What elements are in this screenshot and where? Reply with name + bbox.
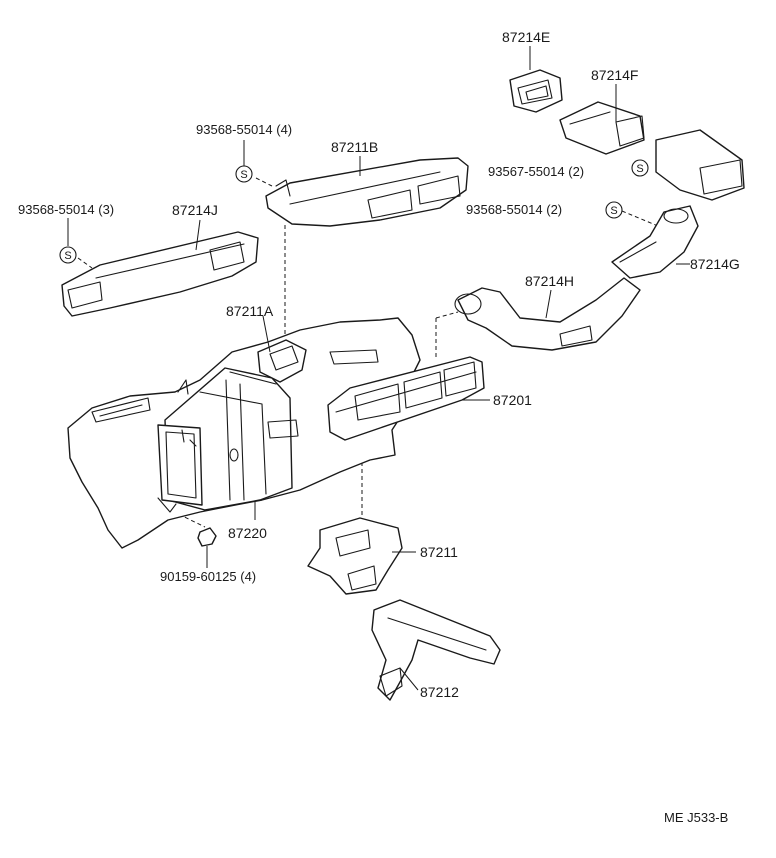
- part-labels: 87214E 87214F 87211B 87214J 87214G 87214…: [172, 29, 740, 700]
- fastener-labels: 93568-55014 (4) 93568-55014 (3) 93567-55…: [18, 122, 584, 584]
- svg-text:S: S: [64, 250, 71, 262]
- label-87212: 87212: [420, 684, 459, 700]
- part-87220-unit: [157, 367, 299, 513]
- seal-s3-icon: S: [631, 159, 649, 177]
- label-87211: 87211: [420, 544, 458, 560]
- label-fastener-s4: 93568-55014 (2): [466, 202, 562, 217]
- label-87214J: 87214J: [172, 202, 218, 218]
- leader-lines: [195, 46, 690, 691]
- svg-text:S: S: [636, 163, 643, 175]
- label-87214H: 87214H: [525, 273, 574, 289]
- label-87201: 87201: [493, 392, 532, 408]
- label-fastener-s3: 93567-55014 (2): [488, 164, 584, 179]
- seal-s2-icon: S: [59, 218, 77, 264]
- svg-text:S: S: [610, 205, 617, 217]
- label-87214G: 87214G: [690, 256, 740, 272]
- bolt-icon: [197, 527, 217, 568]
- part-87201: [327, 356, 485, 441]
- diagram-code: ME J533-B: [664, 810, 728, 825]
- part-87214J: [61, 231, 259, 317]
- label-87214E: 87214E: [502, 29, 550, 45]
- label-87214F: 87214F: [591, 67, 638, 83]
- part-87211: [307, 517, 403, 595]
- label-fastener-s2: 93568-55014 (3): [18, 202, 114, 217]
- part-87214H: [454, 277, 641, 351]
- part-87214E: [509, 69, 563, 113]
- part-87214F: [559, 101, 645, 155]
- label-87211B: 87211B: [331, 139, 378, 155]
- right-duct: [655, 129, 745, 201]
- seal-s1-icon: S: [235, 140, 253, 183]
- label-87211A: 87211A: [226, 303, 274, 319]
- svg-text:S: S: [240, 169, 247, 181]
- label-fastener-s1: 93568-55014 (4): [196, 122, 292, 137]
- part-87212: [371, 599, 501, 701]
- part-87211B: [265, 157, 469, 227]
- label-87220: 87220: [228, 525, 267, 541]
- seal-icons: S S S S: [59, 140, 649, 264]
- part-87214G: [611, 205, 699, 279]
- label-fastener-bolt: 90159-60125 (4): [160, 569, 256, 584]
- seal-s4-icon: S: [605, 201, 623, 219]
